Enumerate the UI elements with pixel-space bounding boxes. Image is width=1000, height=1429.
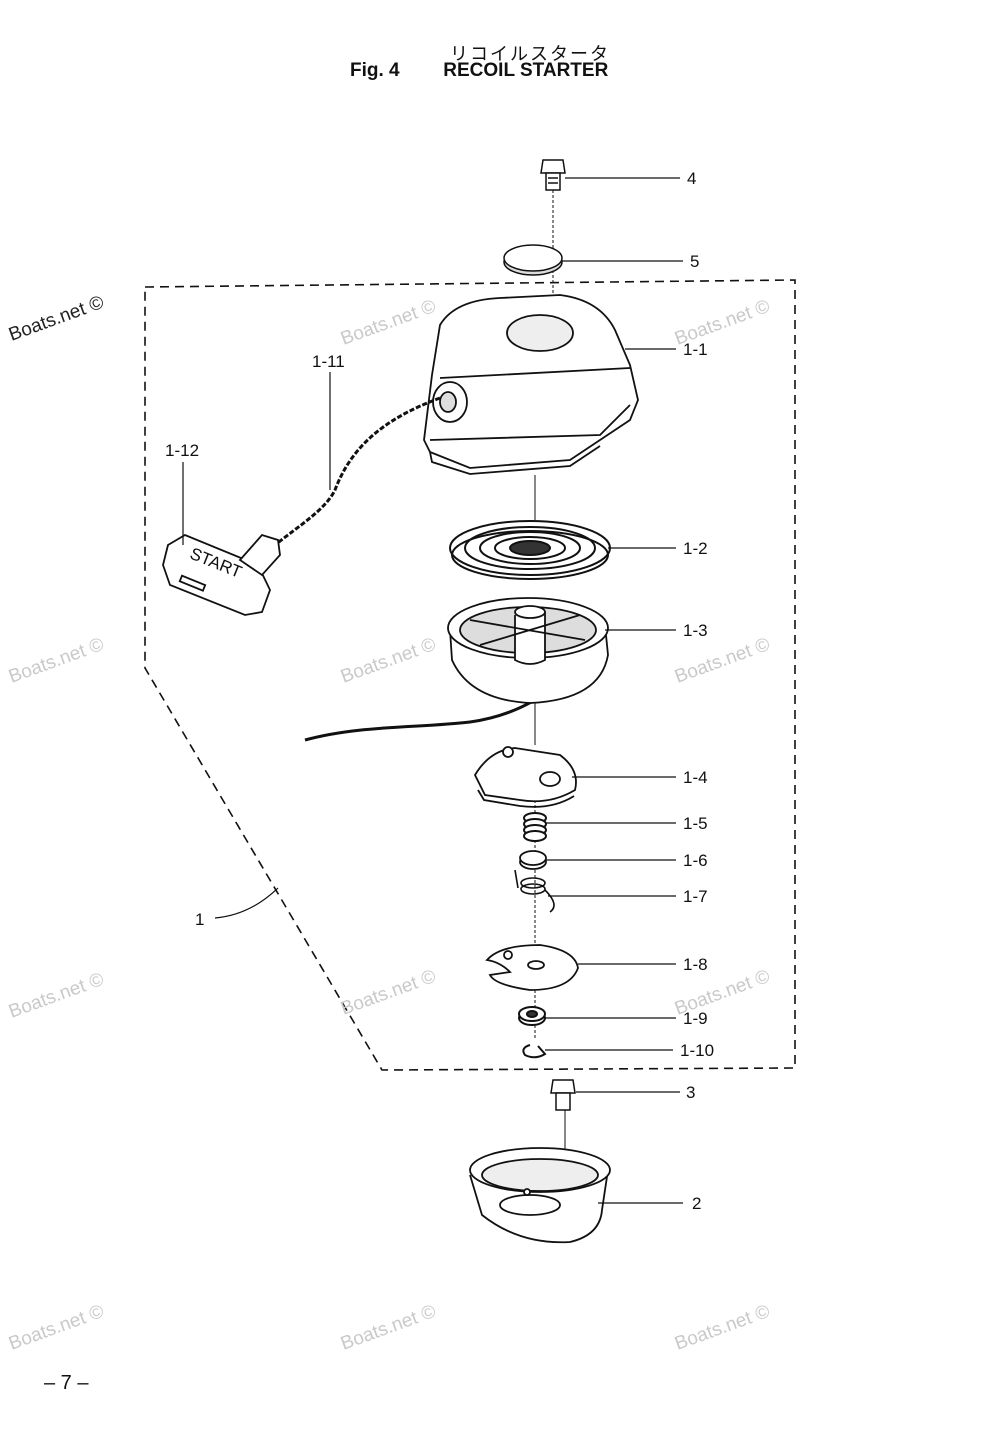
callout-1: 1	[195, 910, 204, 929]
callout-1-12: 1-12	[165, 441, 199, 460]
figure-number: Fig. 4	[350, 60, 400, 81]
bolt-3	[550, 1079, 576, 1111]
washer-1-9	[518, 1006, 546, 1026]
callout-1-1: 1-1	[683, 340, 708, 359]
callout-4: 4	[687, 169, 696, 188]
rope-pulley-1-3	[447, 597, 609, 704]
japanese-title: リコイルスタータ	[450, 44, 610, 64]
callout-5: 5	[690, 252, 699, 271]
callout-3: 3	[686, 1083, 695, 1102]
callout-1-5: 1-5	[683, 814, 708, 833]
page-number: – 7 –	[44, 1372, 89, 1394]
callout-1-7: 1-7	[683, 887, 708, 906]
callout-1-2: 1-2	[683, 539, 708, 558]
callout-1-11: 1-11	[312, 352, 345, 371]
clip-1-10	[522, 1044, 547, 1059]
torsion-spring-1-7	[514, 869, 555, 913]
friction-plate-1-8	[485, 944, 579, 991]
leader-lines	[182, 177, 683, 1204]
starter-cup-2	[469, 1147, 611, 1244]
figure-name: RECOIL STARTER	[443, 60, 609, 81]
callout-2: 2	[692, 1194, 701, 1213]
starter-case-1-1	[423, 294, 639, 475]
callout-1-3: 1-3	[683, 621, 708, 640]
starter-rope-1-11	[274, 396, 441, 547]
ratchet-1-4	[473, 746, 577, 808]
callout-1-9: 1-9	[683, 1009, 708, 1028]
collar-1-6	[519, 850, 547, 870]
callout-1-8: 1-8	[683, 955, 708, 974]
bolt-4	[540, 159, 566, 191]
callout-1-6: 1-6	[683, 851, 708, 870]
spiral-spring-1-2	[449, 520, 611, 580]
assembly-boundary	[144, 279, 796, 1071]
figure-title: Fig. 4 RECOIL STARTER	[350, 60, 608, 82]
callout-1-10: 1-10	[680, 1041, 714, 1060]
spring-1-5	[523, 812, 547, 842]
starter-handle-1-12	[162, 533, 281, 616]
callout-1-4: 1-4	[683, 768, 708, 787]
cap-5	[503, 244, 563, 276]
